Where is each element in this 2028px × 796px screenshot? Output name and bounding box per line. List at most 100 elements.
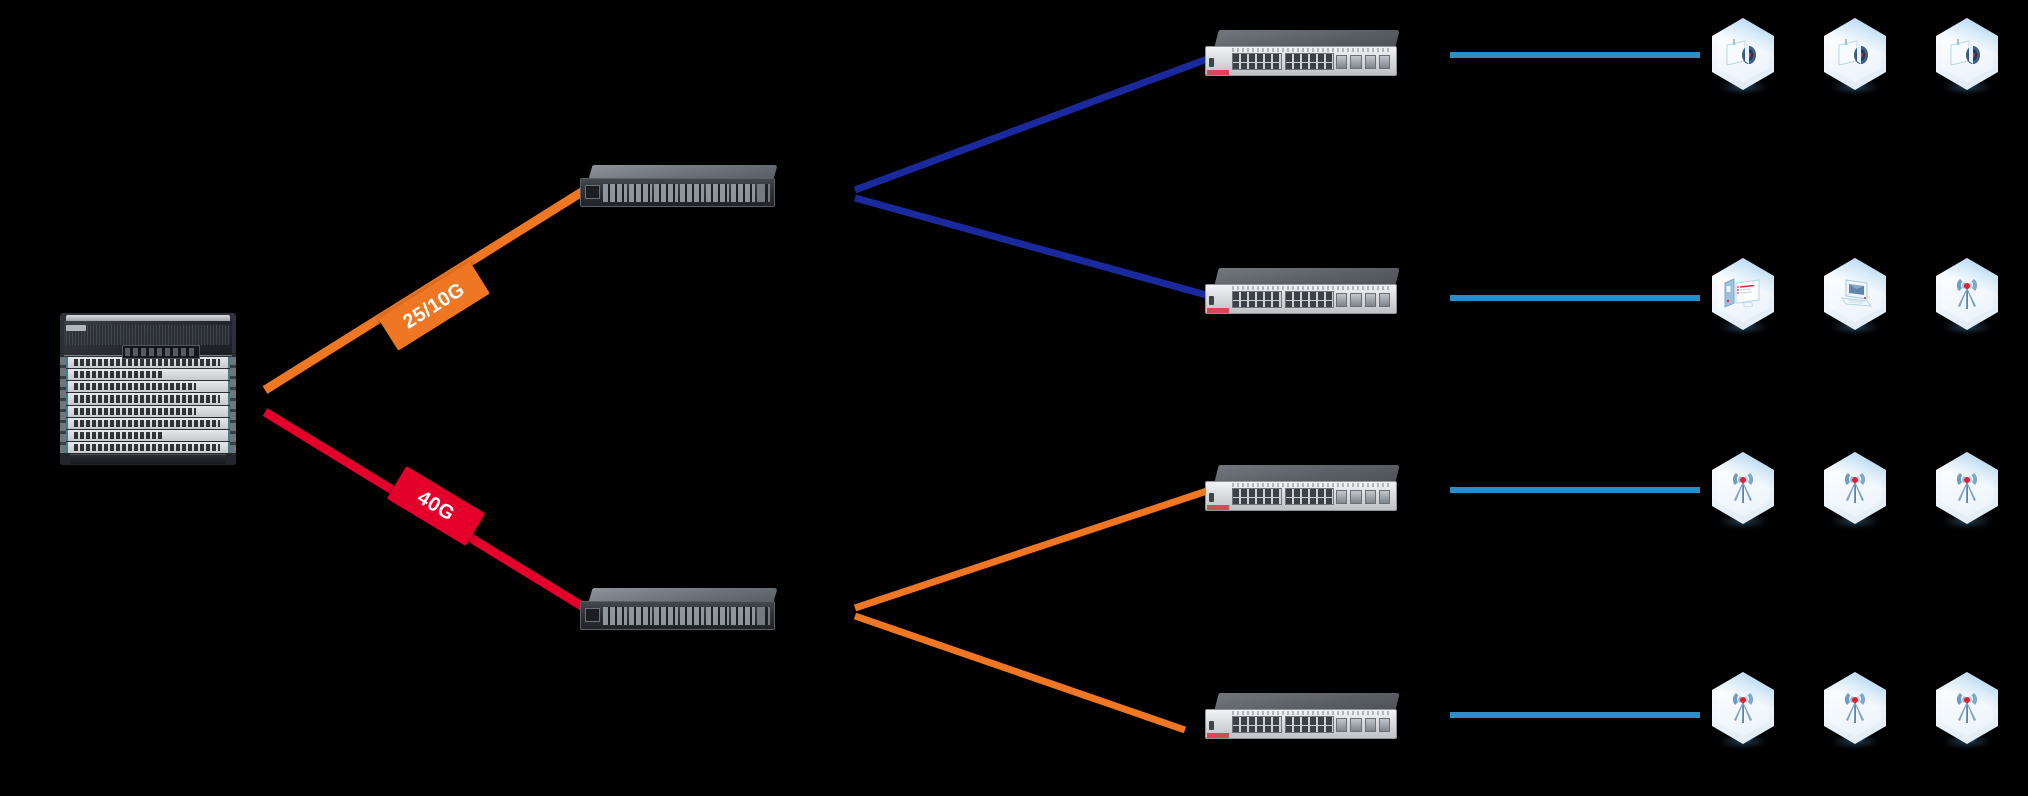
- laptop-icon[interactable]: [1824, 258, 1886, 334]
- access-copper-group: [1232, 716, 1282, 733]
- wireless-ap-icon-glyph: [1712, 690, 1774, 726]
- downlink-aggbottom-to-access3: [853, 486, 1212, 612]
- endpoint-hex-badge: [1824, 258, 1886, 334]
- downlink-aggtop-to-access2: [854, 194, 1211, 300]
- access-switch-3[interactable]: [1205, 465, 1400, 511]
- agg-uplink-bank: [757, 184, 771, 202]
- wireless-ap-icon[interactable]: [1936, 452, 1998, 528]
- wireless-ap-icon-glyph: [1712, 470, 1774, 506]
- endpoint-hex-badge: [1936, 672, 1998, 748]
- endpoint-hex-badge: [1824, 672, 1886, 748]
- chassis-top-cover: [66, 315, 230, 321]
- endpoint-hex-badge: [1712, 672, 1774, 748]
- chassis-line-card: [66, 381, 230, 393]
- access-port-numbering: [1232, 711, 1390, 715]
- chassis-line-card: [66, 393, 230, 405]
- endpoint-hex-badge: [1936, 258, 1998, 334]
- agg-port-array: [603, 607, 771, 625]
- wireless-ap-icon[interactable]: [1824, 672, 1886, 748]
- chassis-line-card: [66, 441, 230, 453]
- agg-front-panel: [580, 601, 775, 630]
- access-sfp-port: [1350, 718, 1362, 732]
- access-console-port: [1209, 493, 1214, 502]
- wireless-ap-icon[interactable]: [1936, 672, 1998, 748]
- chassis-line-card: [66, 357, 230, 369]
- agg-port-array: [603, 184, 771, 202]
- agg-port-bank: [628, 607, 653, 625]
- agg-port-bank: [603, 184, 627, 202]
- agg-port-bank: [680, 184, 704, 202]
- access-copper-ports: [1232, 291, 1334, 308]
- ip-camera-icon[interactable]: [1936, 18, 1998, 94]
- access-front-panel: [1205, 709, 1397, 739]
- agg-port-bank: [628, 184, 653, 202]
- access-sfp-port: [1378, 490, 1390, 504]
- wireless-ap-icon[interactable]: [1824, 452, 1886, 528]
- aggregation-switch-bottom[interactable]: [580, 588, 778, 630]
- access-front-panel: [1205, 46, 1397, 76]
- access-sfp-port: [1378, 55, 1390, 69]
- ip-phone-icon[interactable]: [1936, 258, 1998, 334]
- agg-port-bank: [705, 607, 730, 625]
- access-switch-2[interactable]: [1205, 268, 1400, 314]
- access-sfp-port: [1336, 490, 1348, 504]
- agg-status-leds: [585, 185, 600, 199]
- agg-port-bank: [603, 607, 627, 625]
- chassis-base-plinth: [70, 454, 226, 464]
- access-switch-body: [1205, 30, 1400, 76]
- chassis-line-card: [66, 369, 230, 381]
- access-copper-group: [1232, 53, 1282, 70]
- wireless-ap-icon[interactable]: [1712, 452, 1774, 528]
- chassis-line-card: [66, 405, 230, 417]
- wireless-ap-icon[interactable]: [1712, 672, 1774, 748]
- desktop-pc-icon-glyph: [1712, 277, 1774, 311]
- core-chassis-switch[interactable]: [60, 313, 236, 465]
- access-sfp-port: [1336, 293, 1348, 307]
- access-sfp-port: [1350, 55, 1362, 69]
- access-sfp-ports: [1336, 55, 1390, 69]
- aggregation-switch-top[interactable]: [580, 165, 778, 207]
- access-console-port: [1209, 721, 1214, 730]
- access-sfp-port: [1336, 718, 1348, 732]
- endpoint-hex-badge: [1936, 452, 1998, 528]
- access-poe-indicator-bar: [1207, 70, 1229, 75]
- access-copper-ports: [1232, 488, 1334, 505]
- access-switch-4[interactable]: [1205, 693, 1400, 739]
- access-sfp-ports: [1336, 718, 1390, 732]
- access-sfp-port: [1364, 55, 1376, 69]
- access-copper-group: [1284, 53, 1334, 70]
- desktop-pc-icon[interactable]: [1712, 258, 1774, 334]
- agg-front-panel: [580, 178, 775, 207]
- access-sfp-port: [1350, 490, 1362, 504]
- endpoint-hex-badge: [1712, 258, 1774, 334]
- agg-status-leds: [585, 608, 600, 622]
- downlink-aggbottom-to-access4: [853, 612, 1187, 734]
- agg-uplink-bank: [757, 607, 771, 625]
- downlink-aggtop-to-access1: [853, 54, 1212, 194]
- endpoint-hex-badge: [1936, 18, 1998, 94]
- endpoint-hex-badge: [1712, 452, 1774, 528]
- chassis-supervisor-ports: [122, 345, 200, 359]
- ip-camera-icon-glyph: [1712, 37, 1774, 71]
- ip-camera-icon[interactable]: [1712, 18, 1774, 94]
- access-port-numbering: [1232, 483, 1390, 487]
- ip-camera-icon[interactable]: [1824, 18, 1886, 94]
- agg-port-bank: [705, 184, 730, 202]
- chassis-line-card: [66, 429, 230, 441]
- access-poe-indicator-bar: [1207, 733, 1229, 738]
- agg-port-bank: [731, 184, 756, 202]
- laptop-icon-glyph: [1824, 277, 1886, 311]
- access-sfp-ports: [1336, 293, 1390, 307]
- agg-port-bank: [680, 607, 704, 625]
- access-poe-indicator-bar: [1207, 505, 1229, 510]
- endpoint-hex-badge: [1824, 18, 1886, 94]
- endpoint-hex-badge: [1712, 18, 1774, 94]
- access-switch-body: [1205, 693, 1400, 739]
- access-switch-body: [1205, 465, 1400, 511]
- access-copper-group: [1232, 291, 1282, 308]
- access-front-panel: [1205, 284, 1397, 314]
- access-switch-1[interactable]: [1205, 30, 1400, 76]
- access-console-port: [1209, 58, 1214, 67]
- agg-port-bank: [654, 184, 679, 202]
